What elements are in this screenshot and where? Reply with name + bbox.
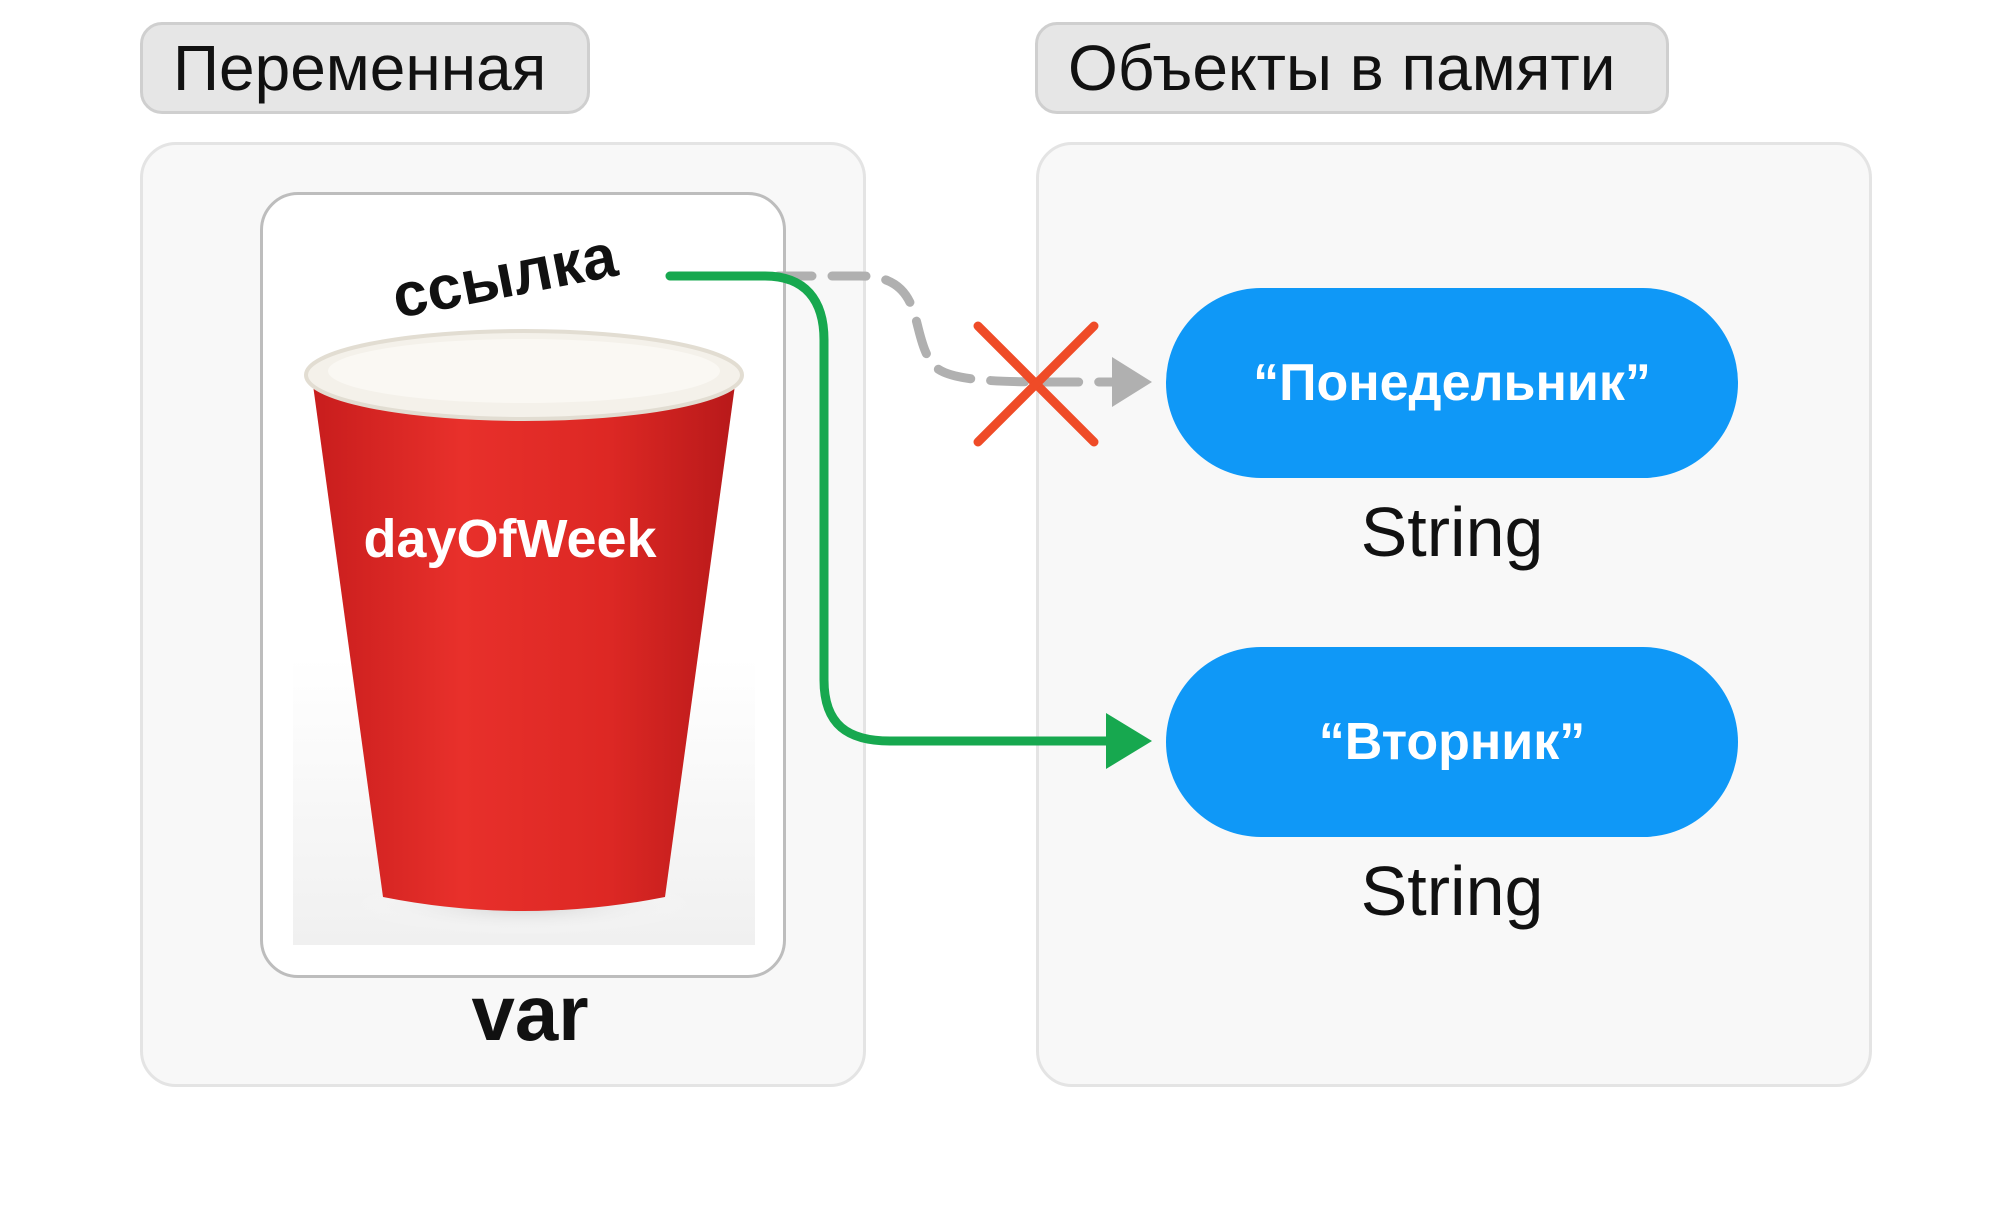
objects-section-label: Объекты в памяти	[1035, 22, 1669, 114]
variable-section-label: Переменная	[140, 22, 590, 114]
object-type-tuesday: String	[1360, 852, 1544, 930]
variable-card	[260, 192, 786, 978]
variable-name: dayOfWeek	[363, 509, 657, 569]
red-cup-image	[293, 225, 755, 945]
var-keyword: var	[471, 969, 589, 1057]
object-type-monday: String	[1360, 493, 1544, 571]
objects-panel	[1036, 142, 1872, 1087]
object-pill-monday: “Понедельник”	[1166, 288, 1738, 478]
object-pill-tuesday: “Вторник”	[1166, 647, 1738, 837]
